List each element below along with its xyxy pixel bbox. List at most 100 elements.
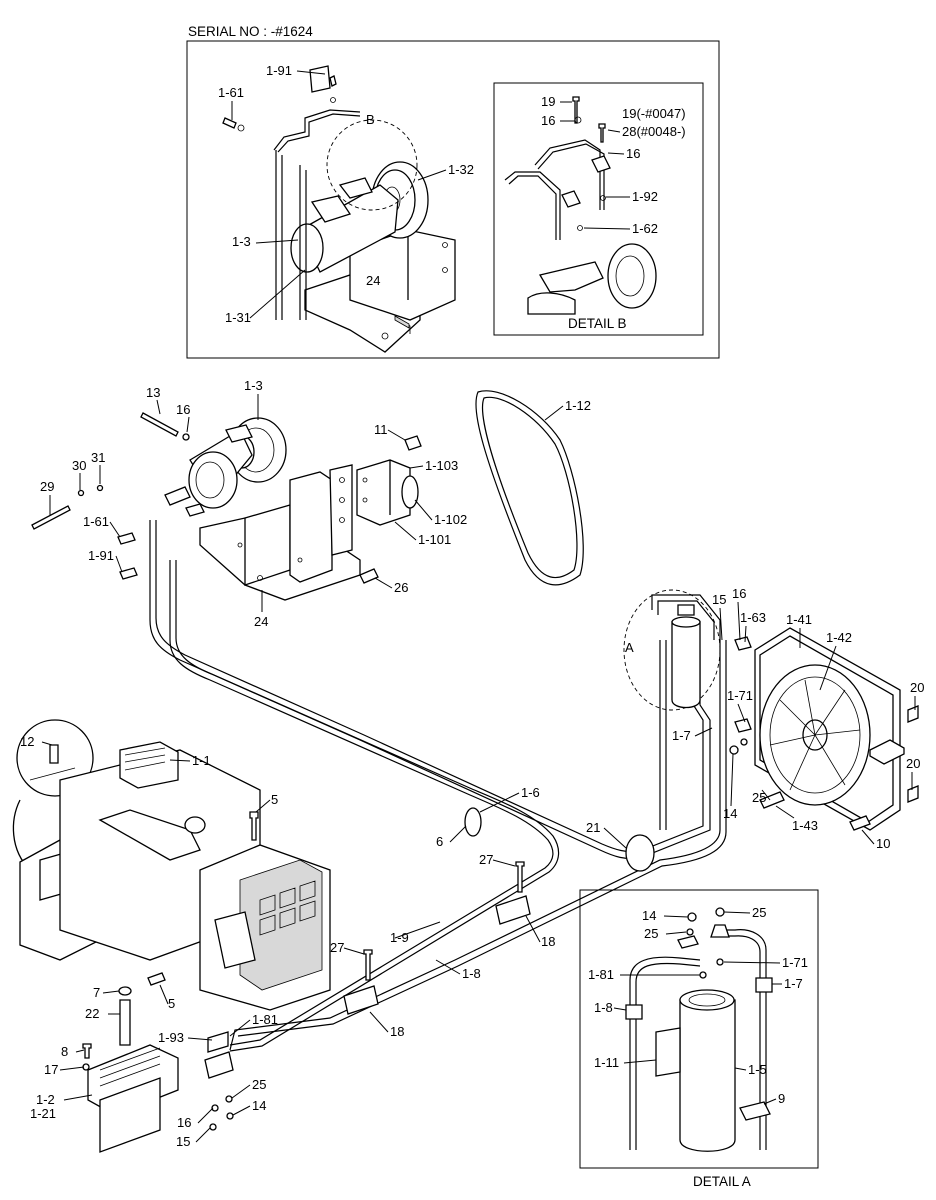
part-label: 1-8 xyxy=(462,966,481,981)
part-label: 25 xyxy=(252,1077,266,1092)
inset-compressor-bracket xyxy=(304,229,456,353)
part-label: 1-63 xyxy=(740,610,766,625)
part-label: 5 xyxy=(168,996,175,1011)
screw-8-icon xyxy=(82,1043,92,1059)
part-label: 18 xyxy=(390,1024,404,1039)
bolt-1-43-icon xyxy=(759,791,785,809)
receiver-drier-upper: A xyxy=(623,589,721,711)
detail-b-frame xyxy=(493,82,704,336)
inset-tubes xyxy=(273,109,361,320)
part-label: 9 xyxy=(778,1091,785,1106)
part-label: 22 xyxy=(85,1006,99,1021)
bolt-11-icon xyxy=(404,435,422,451)
part-label: 1-32 xyxy=(448,162,474,177)
bolt-10-icon xyxy=(849,815,871,831)
bolt-5b-icon xyxy=(147,972,166,986)
circle-b-label: B xyxy=(366,112,375,127)
control-panel xyxy=(82,1031,234,1153)
main-labels: 13 16 1-3 11 1-103 1-102 1-101 30 31 29 … xyxy=(20,378,924,1149)
serial-inset: SERIAL NO : -#1624 xyxy=(186,24,720,359)
part-label: 16 xyxy=(177,1115,191,1130)
detail-b-title: DETAIL B xyxy=(568,316,627,331)
part-label: 1-7 xyxy=(784,976,803,991)
bolt-5-icon xyxy=(249,811,259,841)
part-label: 11 xyxy=(374,422,388,437)
part-label: 1-1 xyxy=(192,753,211,768)
part-label: 15 xyxy=(176,1134,190,1149)
detail-a-frame xyxy=(579,889,819,1169)
part-label: 1-81 xyxy=(252,1012,278,1027)
clamp-18b-icon xyxy=(343,985,379,1015)
part-label: 13 xyxy=(146,385,160,400)
part-label: 17 xyxy=(44,1062,58,1077)
part-label: 1-62 xyxy=(632,221,658,236)
part-label: 12 xyxy=(20,734,34,749)
part-label: 24 xyxy=(366,273,380,288)
detail-a-labels: 14 25 25 1-71 1-81 1-7 1-8 1-11 1-5 9 xyxy=(588,905,808,1106)
part-label: 16 xyxy=(176,402,190,417)
part-label: 24 xyxy=(254,614,268,629)
part-label: 1-93 xyxy=(158,1030,184,1045)
clamps xyxy=(343,807,655,1015)
condenser-fan xyxy=(729,627,919,831)
part-label: 14 xyxy=(723,806,737,821)
detail-a-callout xyxy=(623,589,721,711)
part-label: 1-71 xyxy=(782,955,808,970)
bolt-26-icon xyxy=(359,568,379,584)
part-label: 16 xyxy=(732,586,746,601)
part-label: 1-5 xyxy=(748,1062,767,1077)
part-label: 1-91 xyxy=(266,63,292,78)
part-label: 1-42 xyxy=(826,630,852,645)
inset-labels: 1-91 1-61 1-32 1-3 1-31 24 xyxy=(218,63,474,325)
part-label: 1-41 xyxy=(786,612,812,627)
part-label: 14 xyxy=(252,1098,266,1113)
fitting-1-91-icon xyxy=(119,567,138,580)
part-label: 30 xyxy=(72,458,86,473)
part-label: 1-101 xyxy=(418,532,451,547)
part-label: 1-8 xyxy=(594,1000,613,1015)
fitting-1-61-icon xyxy=(117,532,136,545)
part-label: 27 xyxy=(479,852,493,867)
part-label: 1-21 xyxy=(30,1106,56,1121)
part-label: 15 xyxy=(712,592,726,607)
belt-1-12 xyxy=(475,390,584,586)
bolt-27b-icon xyxy=(363,949,373,981)
part-label: 1-61 xyxy=(218,85,244,100)
serial-inset-frame xyxy=(186,40,720,359)
hose-22 xyxy=(119,999,131,1046)
hvac-unit xyxy=(12,719,331,1046)
part-label: 19 xyxy=(541,94,555,109)
part-label: 1-12 xyxy=(565,398,591,413)
clamp-18-icon xyxy=(495,895,531,925)
detail-b: DETAIL B 19 16 19(-#0047) 28(#0048-) 16 … xyxy=(493,82,704,336)
part-label: 14 xyxy=(642,908,656,923)
part-label: 18 xyxy=(541,934,555,949)
part-label: 25 xyxy=(644,926,658,941)
part-label: 1-92 xyxy=(632,189,658,204)
bolt-9-icon xyxy=(739,1101,771,1121)
part-label: 26 xyxy=(394,580,408,595)
part-label: 20 xyxy=(910,680,924,695)
part-label: 16 xyxy=(541,113,555,128)
clamp-21-icon xyxy=(625,834,655,872)
grommet-7-icon xyxy=(118,986,132,996)
part-label: 25 xyxy=(752,790,766,805)
part-label: 1-71 xyxy=(727,688,753,703)
part-label: 1-3 xyxy=(232,234,251,249)
main-compressor-assembly xyxy=(31,412,422,601)
inset-detail-b-callout xyxy=(326,119,418,211)
part-label: 1-102 xyxy=(434,512,467,527)
inset-compressor xyxy=(290,161,429,273)
bolt-20b-icon xyxy=(907,785,919,803)
part-label: 21 xyxy=(586,820,600,835)
part-label: 27 xyxy=(330,940,344,955)
part-label: 1-31 xyxy=(225,310,251,325)
serial-title: SERIAL NO : -#1624 xyxy=(188,24,313,39)
detail-a: DETAIL A xyxy=(579,889,819,1189)
part-label: 1-11 xyxy=(594,1055,619,1070)
bolt-29-icon xyxy=(31,505,71,530)
bolt-20-icon xyxy=(907,705,919,723)
part-label: 1-9 xyxy=(390,930,409,945)
part-label: 1-103 xyxy=(425,458,458,473)
